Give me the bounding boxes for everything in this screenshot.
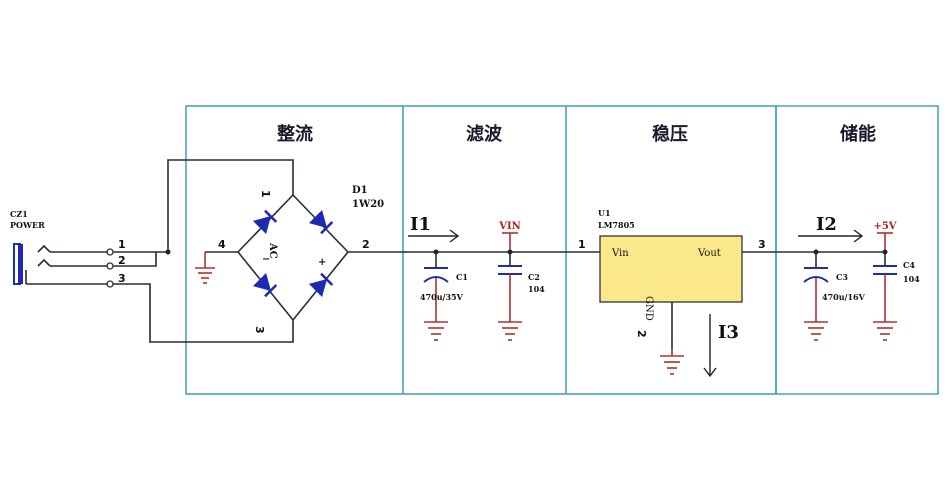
regulator-body (599, 235, 743, 303)
regulator-pin-gnd: 2 (635, 330, 648, 338)
wire-pin3-bridge-bottom (113, 283, 294, 343)
c1-ref: C1 (456, 272, 468, 282)
regulator-ref: U1 (598, 208, 611, 218)
connector-pin-2: 2 (118, 254, 126, 267)
regulator-u1: U1 LM7805 Vin Vout 1 3 GND 2 (578, 208, 766, 375)
connector-ref: CZ1 (10, 209, 28, 219)
connector-shade (18, 244, 23, 284)
regulator-vout: Vout (697, 248, 721, 259)
capacitor-c2: VIN C2 104 (498, 221, 545, 341)
diode-top-right (308, 209, 334, 235)
capacitor-c3: C3 470u/16V (803, 249, 866, 341)
c2-value: 104 (528, 284, 545, 294)
regulator-pin-in: 1 (578, 238, 586, 251)
bridge-pin-2: 2 (362, 238, 370, 251)
bridge-ref: D1 (352, 185, 368, 196)
c4-ref: C4 (903, 260, 915, 270)
connector-pin-1: 1 (118, 238, 126, 251)
c3-ref: C3 (836, 272, 848, 282)
current-i2: I2 (798, 214, 864, 243)
regulator-gnd-label: GND (643, 296, 654, 321)
section-boxes (185, 105, 939, 395)
bridge-outline (236, 193, 350, 322)
current-i2-label: I2 (816, 214, 837, 235)
diode-bottom-left (252, 272, 278, 298)
power-connector: CZ1 POWER 1 2 3 (10, 209, 126, 288)
current-i1: I1 (408, 214, 460, 243)
connector-pin-3: 3 (118, 272, 126, 285)
net-5v: +5V (873, 221, 896, 232)
bridge-plus-label: + (318, 257, 326, 268)
net-vin: VIN (498, 221, 521, 232)
bridge-pin-4: 4 (218, 238, 226, 251)
junction-dot (165, 249, 171, 255)
input-wiring (113, 159, 294, 343)
section-title-regulate: 稳压 (652, 123, 688, 145)
bridge-pin-1: 1 (259, 190, 272, 198)
diode-top-left (252, 209, 278, 235)
c2-ref: C2 (528, 272, 540, 282)
c3-value: 470u/16V (822, 292, 866, 302)
connector-contact-1 (37, 244, 51, 253)
regulator-vin: Vin (611, 248, 629, 259)
capacitor-c1: C1 470u/35V (420, 249, 468, 341)
c1-value: 470u/35V (420, 292, 464, 302)
diode-bottom-right (308, 272, 334, 298)
capacitor-c4: +5V C4 104 (873, 221, 920, 341)
bridge-ac-label: AC (267, 242, 278, 259)
section-storage-frame (776, 105, 939, 395)
c1-plate-bottom (423, 276, 449, 283)
connector-name: POWER (10, 220, 45, 230)
bridge-rectifier: AC − + 1 3 4 2 D1 1W20 (195, 185, 384, 334)
current-i1-head (449, 229, 460, 243)
c4-value: 104 (903, 274, 920, 284)
section-title-storage: 储能 (839, 123, 876, 145)
bridge-minus-label: − (262, 254, 270, 265)
connector-contact-2 (37, 258, 51, 267)
wire-pin2-join (113, 252, 157, 267)
regulator-part: LM7805 (598, 220, 635, 230)
current-i3-label: I3 (718, 322, 739, 343)
bridge-part: 1W20 (352, 199, 384, 210)
section-title-rectify: 整流 (276, 123, 313, 145)
current-i3-head (703, 367, 717, 378)
wire-pin1-bridge-top (113, 159, 294, 253)
section-title-filter: 滤波 (466, 123, 503, 145)
c3-plate-bottom (803, 276, 829, 283)
regulator-pin-out: 3 (758, 238, 766, 251)
current-i3: I3 (703, 314, 739, 378)
current-i2-head (853, 229, 864, 243)
current-i1-label: I1 (410, 214, 431, 235)
bridge-pin-3: 3 (253, 326, 266, 334)
